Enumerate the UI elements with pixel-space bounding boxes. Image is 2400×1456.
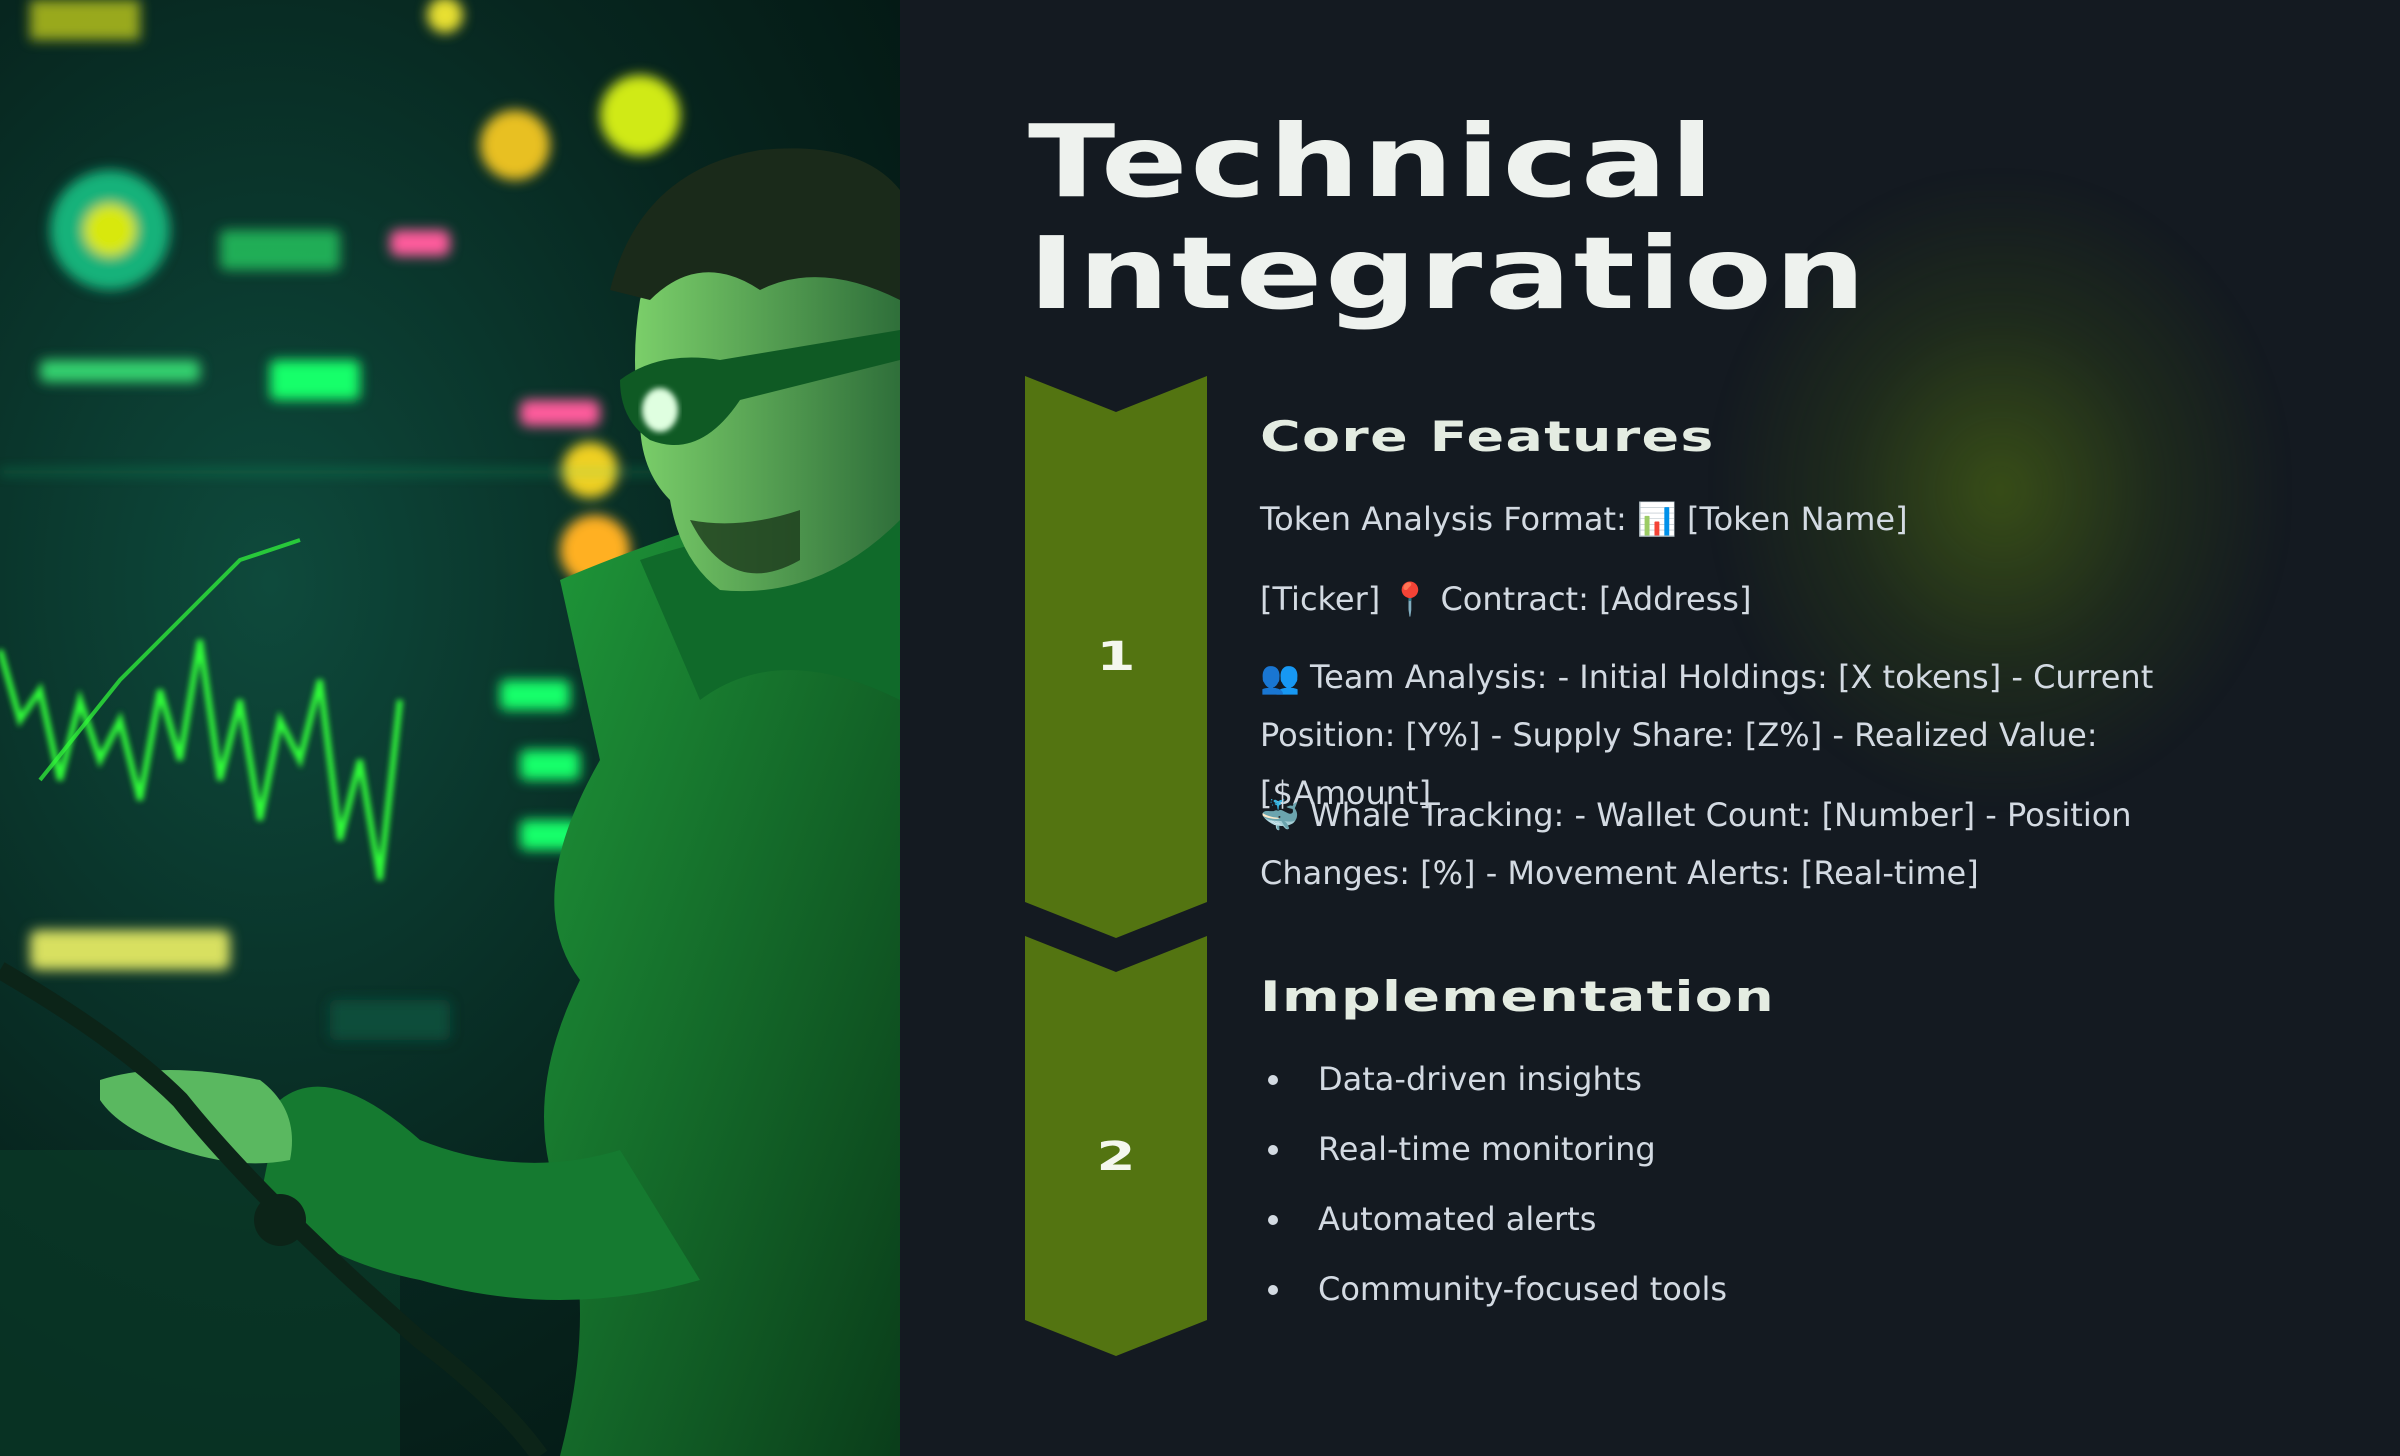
title-line-2: Integration xyxy=(1028,215,1869,332)
step-1-chevron: 1 xyxy=(1025,376,1207,938)
list-item: Data-driven insights xyxy=(1260,1050,1727,1120)
bullet-icon xyxy=(1268,1215,1278,1225)
list-item: Community-focused tools xyxy=(1260,1260,1727,1330)
hero-illustration xyxy=(0,0,900,1456)
price-chart-line xyxy=(0,639,403,881)
hair xyxy=(610,148,900,300)
implementation-list: Data-driven insights Real-time monitorin… xyxy=(1260,1050,1727,1330)
hero-image xyxy=(0,0,900,1456)
slide-panel: Technical Integration 1 2 Core Features … xyxy=(900,0,2400,1456)
arm xyxy=(260,1086,700,1300)
team-analysis-text: 👥 Team Analysis: - Initial Holdings: [X … xyxy=(1260,658,2154,812)
dashboard-background xyxy=(0,0,900,1040)
step-2-number: 2 xyxy=(1096,1134,1136,1180)
step-2-chevron: 2 xyxy=(1025,936,1207,1356)
token-analysis-format-text: Token Analysis Format: 📊 [Token Name] xyxy=(1260,500,1908,538)
bullet-icon xyxy=(1268,1075,1278,1085)
head xyxy=(635,220,900,592)
goggles xyxy=(620,330,900,445)
whale-tracking-text: 🐳 Whale Tracking: - Wallet Count: [Numbe… xyxy=(1260,796,2132,892)
step-1-number: 1 xyxy=(1096,634,1136,680)
title-line-1: Technical xyxy=(1028,103,1717,220)
bullet-icon xyxy=(1268,1145,1278,1155)
ticker-contract-text: [Ticker] 📍 Contract: [Address] xyxy=(1260,580,1752,618)
implementation-heading: Implementation xyxy=(1260,972,1775,1021)
core-features-heading: Core Features xyxy=(1260,412,1715,461)
bullet-icon xyxy=(1268,1285,1278,1295)
slide-title: Technical Integration xyxy=(1028,106,2400,330)
list-item: Real-time monitoring xyxy=(1260,1120,1727,1190)
list-item: Automated alerts xyxy=(1260,1190,1727,1260)
background-glow xyxy=(1720,180,2280,800)
